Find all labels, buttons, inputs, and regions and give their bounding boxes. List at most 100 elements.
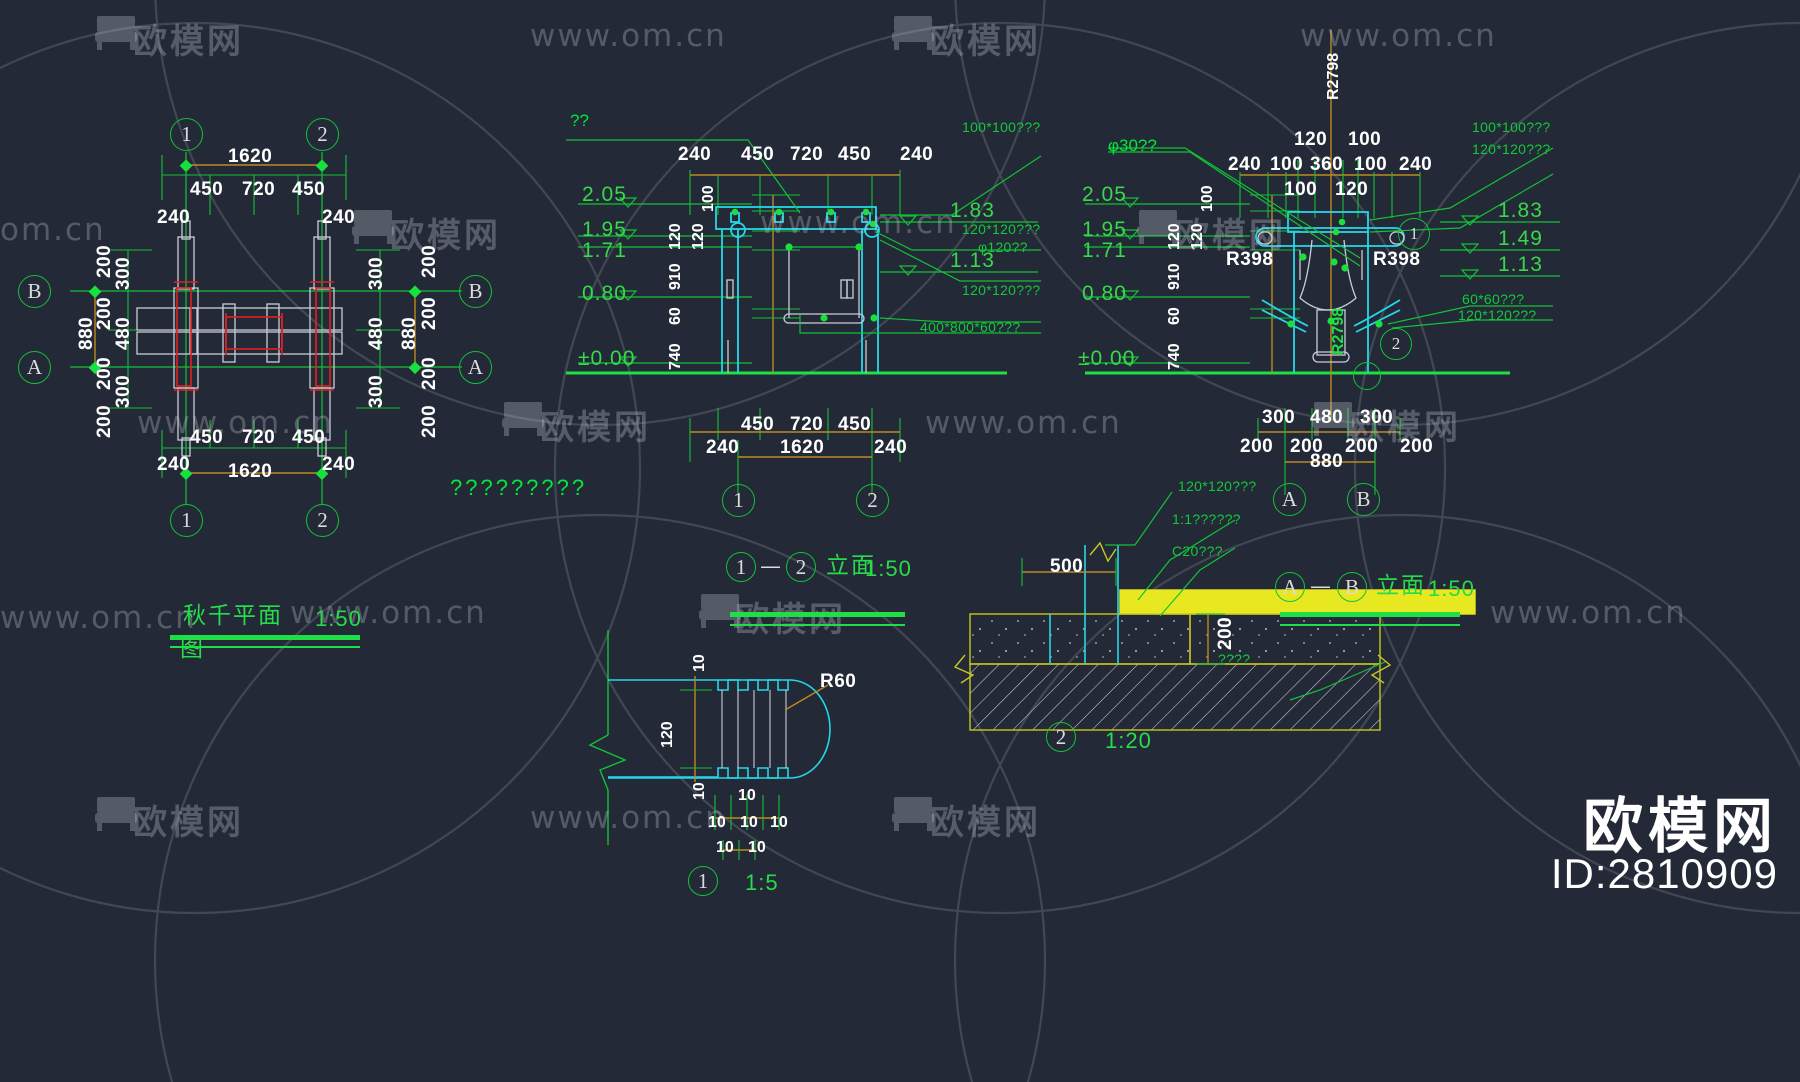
elevab-note-60x60: 60*60??? <box>1462 291 1525 307</box>
elevab-radius-right: R398 <box>1373 249 1421 270</box>
plan-dim-right-300b: 300 <box>366 374 387 408</box>
elev12-vdim-60: 60 <box>667 307 684 325</box>
watermark-brand: 欧模网 <box>390 216 501 256</box>
elev12-dim-bottom-3: 450 <box>838 414 872 435</box>
plan-dim-left-300a: 300 <box>113 256 134 290</box>
brand-id-text: ID:2810909 <box>1550 850 1778 897</box>
elev12-note-phi120: φ120?? <box>978 239 1028 255</box>
elev12-vdim-910: 910 <box>667 263 684 290</box>
elev12-vdim-740: 740 <box>667 343 684 370</box>
elev12-note-120x120b: 120*120??? <box>962 282 1041 298</box>
plan-dim-left-overall: 880 <box>76 316 97 350</box>
elev12-note-left: ?? <box>570 111 589 130</box>
plan-dim-right-200b: 200 <box>419 296 440 330</box>
brand-logo-text: 欧模网 <box>1583 792 1778 862</box>
elevab-dim-bottom-480: 480 <box>1310 407 1344 428</box>
plan-dim-bottom-2: 720 <box>242 427 276 448</box>
elevab-level-183: 1.83 <box>1498 199 1543 222</box>
elev12-title-text: 立面 <box>826 553 876 579</box>
plan-dim-top-1: 450 <box>190 179 224 200</box>
elevab-title-text: 立面 <box>1376 573 1426 599</box>
elevab-vdim-120b: 120 <box>1189 223 1206 250</box>
elevab-dim-bottom-200d: 200 <box>1400 436 1434 457</box>
elevab-title-bubble-b[interactable]: B <box>1337 572 1367 602</box>
detail2-note-ratio: 1:1?????? <box>1172 511 1241 527</box>
elev12-level-113: 1.13 <box>950 249 995 272</box>
watermark-url: www.om.cn <box>1300 18 1497 54</box>
watermark-brand: 欧模网 <box>540 408 651 448</box>
plan-dim-right-480: 480 <box>366 316 387 350</box>
elevab-title-underline <box>1280 612 1460 617</box>
grid-bubble-1-top[interactable]: 1 <box>170 118 203 151</box>
brand-logo: 欧模网 <box>1583 778 1778 865</box>
detail2-dim-500: 500 <box>1050 556 1084 577</box>
elev12-title-bubble-1[interactable]: 1 <box>726 552 756 582</box>
grid-bubble-a-right[interactable]: A <box>459 351 492 384</box>
elev12-title-bubble-2[interactable]: 2 <box>786 552 816 582</box>
plan-dim-left-300b: 300 <box>113 374 134 408</box>
watermark-url: www.om.cn <box>1490 595 1687 631</box>
elevab-dim-120-row3: 120 <box>1335 179 1369 200</box>
elev12-dim-bottom-outer-left: 240 <box>706 437 740 458</box>
elev12-note-100x100: 100*100??? <box>962 119 1041 135</box>
watermark-brand: 欧模网 <box>930 22 1041 62</box>
elevab-note-120x120b: 120*120??? <box>1458 307 1537 323</box>
elev12-grid-bubble-2[interactable]: 2 <box>856 484 889 517</box>
elevab-grid-bubble-a[interactable]: A <box>1273 483 1306 516</box>
elev12-dim-top-outer-right: 240 <box>900 144 934 165</box>
elevab-vdim-120a: 120 <box>1166 223 1183 250</box>
detail1-dim-10-top: 10 <box>691 654 708 672</box>
elevab-dim-100-row1: 100 <box>1348 129 1382 150</box>
detail1-dim-10-f: 10 <box>770 814 788 831</box>
grid-bubble-b-left[interactable]: B <box>18 275 51 308</box>
elevab-dim-100-a: 100 <box>1270 154 1304 175</box>
plan-dim-left-480: 480 <box>113 316 134 350</box>
detail1-bubble[interactable]: 1 <box>688 866 718 896</box>
elev12-vdim-120b: 120 <box>690 223 707 250</box>
elevab-title-dash: — <box>1310 574 1331 598</box>
grid-bubble-a-left[interactable]: A <box>18 351 51 384</box>
elev12-level-205: 2.05 <box>582 183 627 206</box>
grid-bubble-2-top[interactable]: 2 <box>306 118 339 151</box>
watermark-url: www.om.cn <box>0 600 197 636</box>
plan-dim-left-200c: 200 <box>94 356 115 390</box>
detail2-note-question: ???? <box>1218 651 1251 667</box>
plan-scale: 1:50 <box>315 606 362 631</box>
elev12-title-underline <box>730 612 905 617</box>
detail1-dim-10-g: 10 <box>716 839 734 856</box>
elevab-level-113: 1.13 <box>1498 253 1543 276</box>
grid-bubble-b-right[interactable]: B <box>459 275 492 308</box>
elev12-scale: 1:50 <box>865 556 912 581</box>
elevab-vdim-60: 60 <box>1166 307 1183 325</box>
detail2-bubble[interactable]: 2 <box>1046 722 1076 752</box>
elevab-detail-bubble-1[interactable]: 1 <box>1398 218 1430 250</box>
elevab-dim-bottom-300a: 300 <box>1262 407 1296 428</box>
elev12-level-000: ±0.00 <box>578 347 636 370</box>
elevab-dim-240-right: 240 <box>1399 154 1433 175</box>
elev12-dim-bottom-overall: 1620 <box>780 437 825 458</box>
elevab-radius-bottom: R2798 <box>1330 307 1347 355</box>
detail1-dim-10-c: 10 <box>738 787 756 804</box>
elevab-dim-360: 360 <box>1310 154 1344 175</box>
plan-dim-right-overall: 880 <box>399 316 420 350</box>
elevab-detail-bubble-extra[interactable] <box>1353 362 1381 390</box>
elevab-dim-bottom-200a: 200 <box>1240 436 1274 457</box>
elevab-detail-bubble-2[interactable]: 2 <box>1380 328 1412 360</box>
grid-bubble-1-bottom[interactable]: 1 <box>170 504 203 537</box>
elevab-vdim-100: 100 <box>1199 185 1216 212</box>
elevab-level-080: 0.80 <box>1082 282 1127 305</box>
elevab-note-phi30: φ30?? <box>1108 136 1157 155</box>
plan-dim-bottom-outer-left: 240 <box>157 454 191 475</box>
detail1-dim-10-h: 10 <box>748 839 766 856</box>
detail1-dim-10-bottom: 10 <box>691 782 708 800</box>
elev12-grid-bubble-1[interactable]: 1 <box>722 484 755 517</box>
grid-bubble-2-bottom[interactable]: 2 <box>306 504 339 537</box>
plan-dim-right-200d: 200 <box>419 404 440 438</box>
elevab-grid-bubble-b[interactable]: B <box>1347 483 1380 516</box>
detail2-note-120x120: 120*120??? <box>1178 478 1257 494</box>
elevab-title-bubble-a[interactable]: A <box>1275 572 1305 602</box>
elev12-note-400x800: 400*800*60??? <box>920 319 1021 335</box>
plan-title-underline-2 <box>170 646 360 648</box>
elevab-level-149: 1.49 <box>1498 227 1543 250</box>
